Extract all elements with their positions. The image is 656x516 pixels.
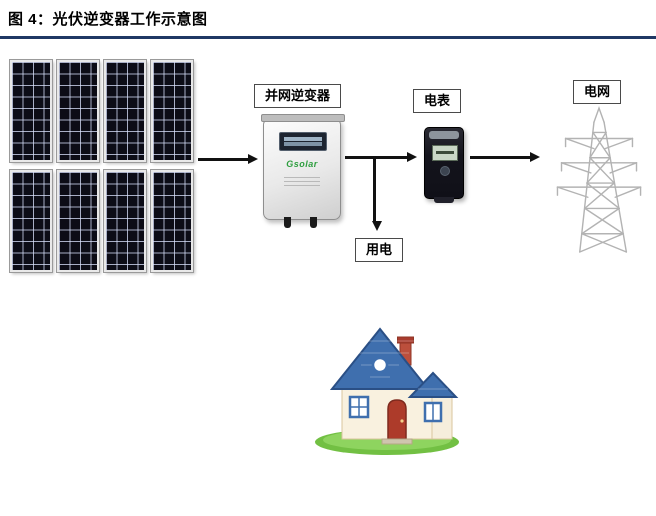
- house-illustration: [315, 327, 459, 455]
- solar-panel: [10, 170, 52, 272]
- inverter-mounting-bracket: [261, 114, 345, 122]
- meter-top-cap: [429, 131, 459, 139]
- load-label: 用电: [355, 238, 404, 262]
- solar-panel: [104, 170, 146, 272]
- meter-button: [440, 166, 450, 176]
- solar-panel: [104, 60, 146, 162]
- solar-panel: [10, 60, 52, 162]
- solar-panel-array: [10, 60, 193, 272]
- inverter-device: Gsolar: [261, 114, 345, 228]
- inverter-label: 并网逆变器: [254, 84, 342, 108]
- solar-panel: [57, 170, 99, 272]
- arrow-inverter-to-load: [371, 159, 382, 231]
- solar-panel: [151, 60, 193, 162]
- transmission-tower-illustration: [556, 105, 642, 253]
- inverter-vent-lines: [284, 177, 320, 187]
- meter-base: [434, 197, 454, 203]
- figure-title: 图 4：光伏逆变器工作示意图: [8, 11, 208, 28]
- arrow-meter-to-grid: [470, 152, 540, 162]
- inverter-cable-gland: [284, 217, 291, 228]
- inverter-cable-gland: [310, 217, 317, 228]
- solar-panel: [57, 60, 99, 162]
- inverter-display: [279, 132, 327, 151]
- arrow-panels-to-inverter: [198, 154, 258, 164]
- meter-screen: [432, 145, 458, 161]
- electric-meter-device: [424, 127, 464, 203]
- solar-panel: [151, 170, 193, 272]
- inverter-logo: Gsolar: [286, 159, 318, 169]
- arrow-inverter-to-meter: [345, 152, 417, 162]
- meter-label: 电表: [413, 89, 462, 113]
- grid-label: 电网: [573, 80, 622, 104]
- title-divider: [0, 36, 656, 39]
